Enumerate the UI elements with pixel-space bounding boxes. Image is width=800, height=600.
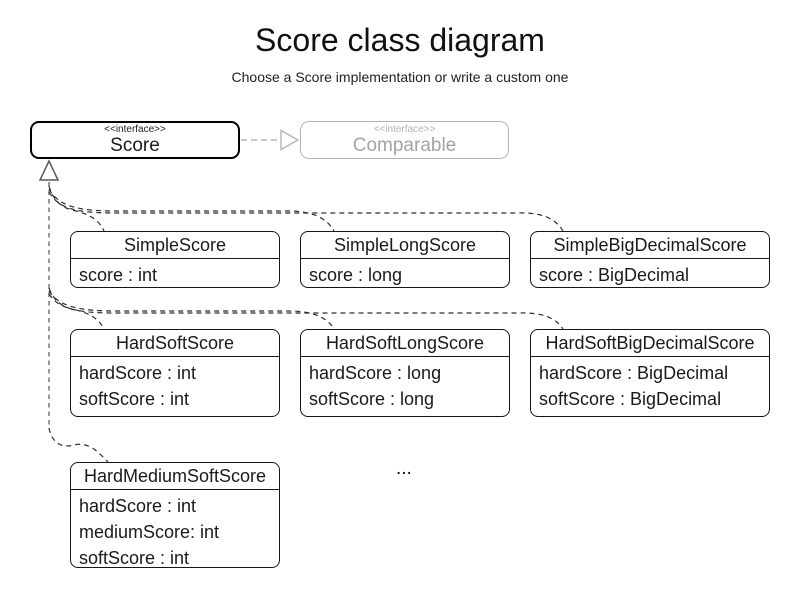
class-title: SimpleScore [71,232,279,259]
class-title: HardSoftLongScore [301,330,509,357]
class-hardsoftbigdecimalscore: HardSoftBigDecimalScore hardScore : BigD… [530,329,770,417]
score-stereotype: <<interface>> [104,124,166,135]
realization-arrowhead-comparable [280,129,300,151]
class-hardmediumsoftscore: HardMediumSoftScore hardScore : int medi… [70,462,280,568]
comparable-stereotype: <<interface>> [373,124,436,135]
class-title: SimpleBigDecimalScore [531,232,769,259]
interface-score: <<interface>> Score [30,121,240,159]
class-attribute: softScore : long [309,389,435,409]
realization-arrowhead-score [38,159,60,181]
realization-line-simplescore [48,185,105,232]
comparable-name: Comparable [352,135,457,156]
class-hardsoftscore: HardSoftScore hardScore : int softScore … [70,329,280,417]
class-title: HardMediumSoftScore [71,463,279,490]
class-title: HardSoftScore [71,330,279,357]
class-attribute: hardScore : int [79,496,197,516]
realization-line-hardsoftlongscore [48,290,335,330]
class-attribute: mediumScore: int [79,522,220,542]
class-title: HardSoftBigDecimalScore [531,330,769,357]
interface-comparable: <<interface>> Comparable [300,121,509,159]
diagram-title: Score class diagram [255,22,545,58]
class-attribute: hardScore : BigDecimal [539,363,729,383]
diagram-subtitle: Choose a Score implementation or write a… [231,69,569,85]
class-title: SimpleLongScore [301,232,509,259]
class-attribute: softScore : int [79,389,190,409]
score-name: Score [110,135,160,156]
class-attribute: softScore : BigDecimal [539,389,722,409]
realization-line-hardsoftbigdecimalscore [48,293,564,330]
class-attribute: score : long [309,265,403,285]
class-attribute: score : int [79,265,158,285]
class-attribute: softScore : int [79,548,190,568]
realization-line-hardsoftscore [48,287,105,330]
class-simplebigdecimalscore: SimpleBigDecimalScore score : BigDecimal [530,231,770,288]
realization-line-simplebigdecimalscore [48,191,564,232]
class-attribute: score : BigDecimal [539,265,690,285]
class-simplelongscore: SimpleLongScore score : long [300,231,510,288]
class-hardsoftlongscore: HardSoftLongScore hardScore : long softS… [300,329,510,417]
class-attribute: hardScore : long [309,363,442,383]
realization-line-hardmediumsoftscore [48,427,109,463]
more-implementations-ellipsis: ... [396,458,412,479]
class-simplescore: SimpleScore score : int [70,231,280,288]
realization-line-simplelongscore [48,188,335,232]
class-attribute: hardScore : int [79,363,197,383]
